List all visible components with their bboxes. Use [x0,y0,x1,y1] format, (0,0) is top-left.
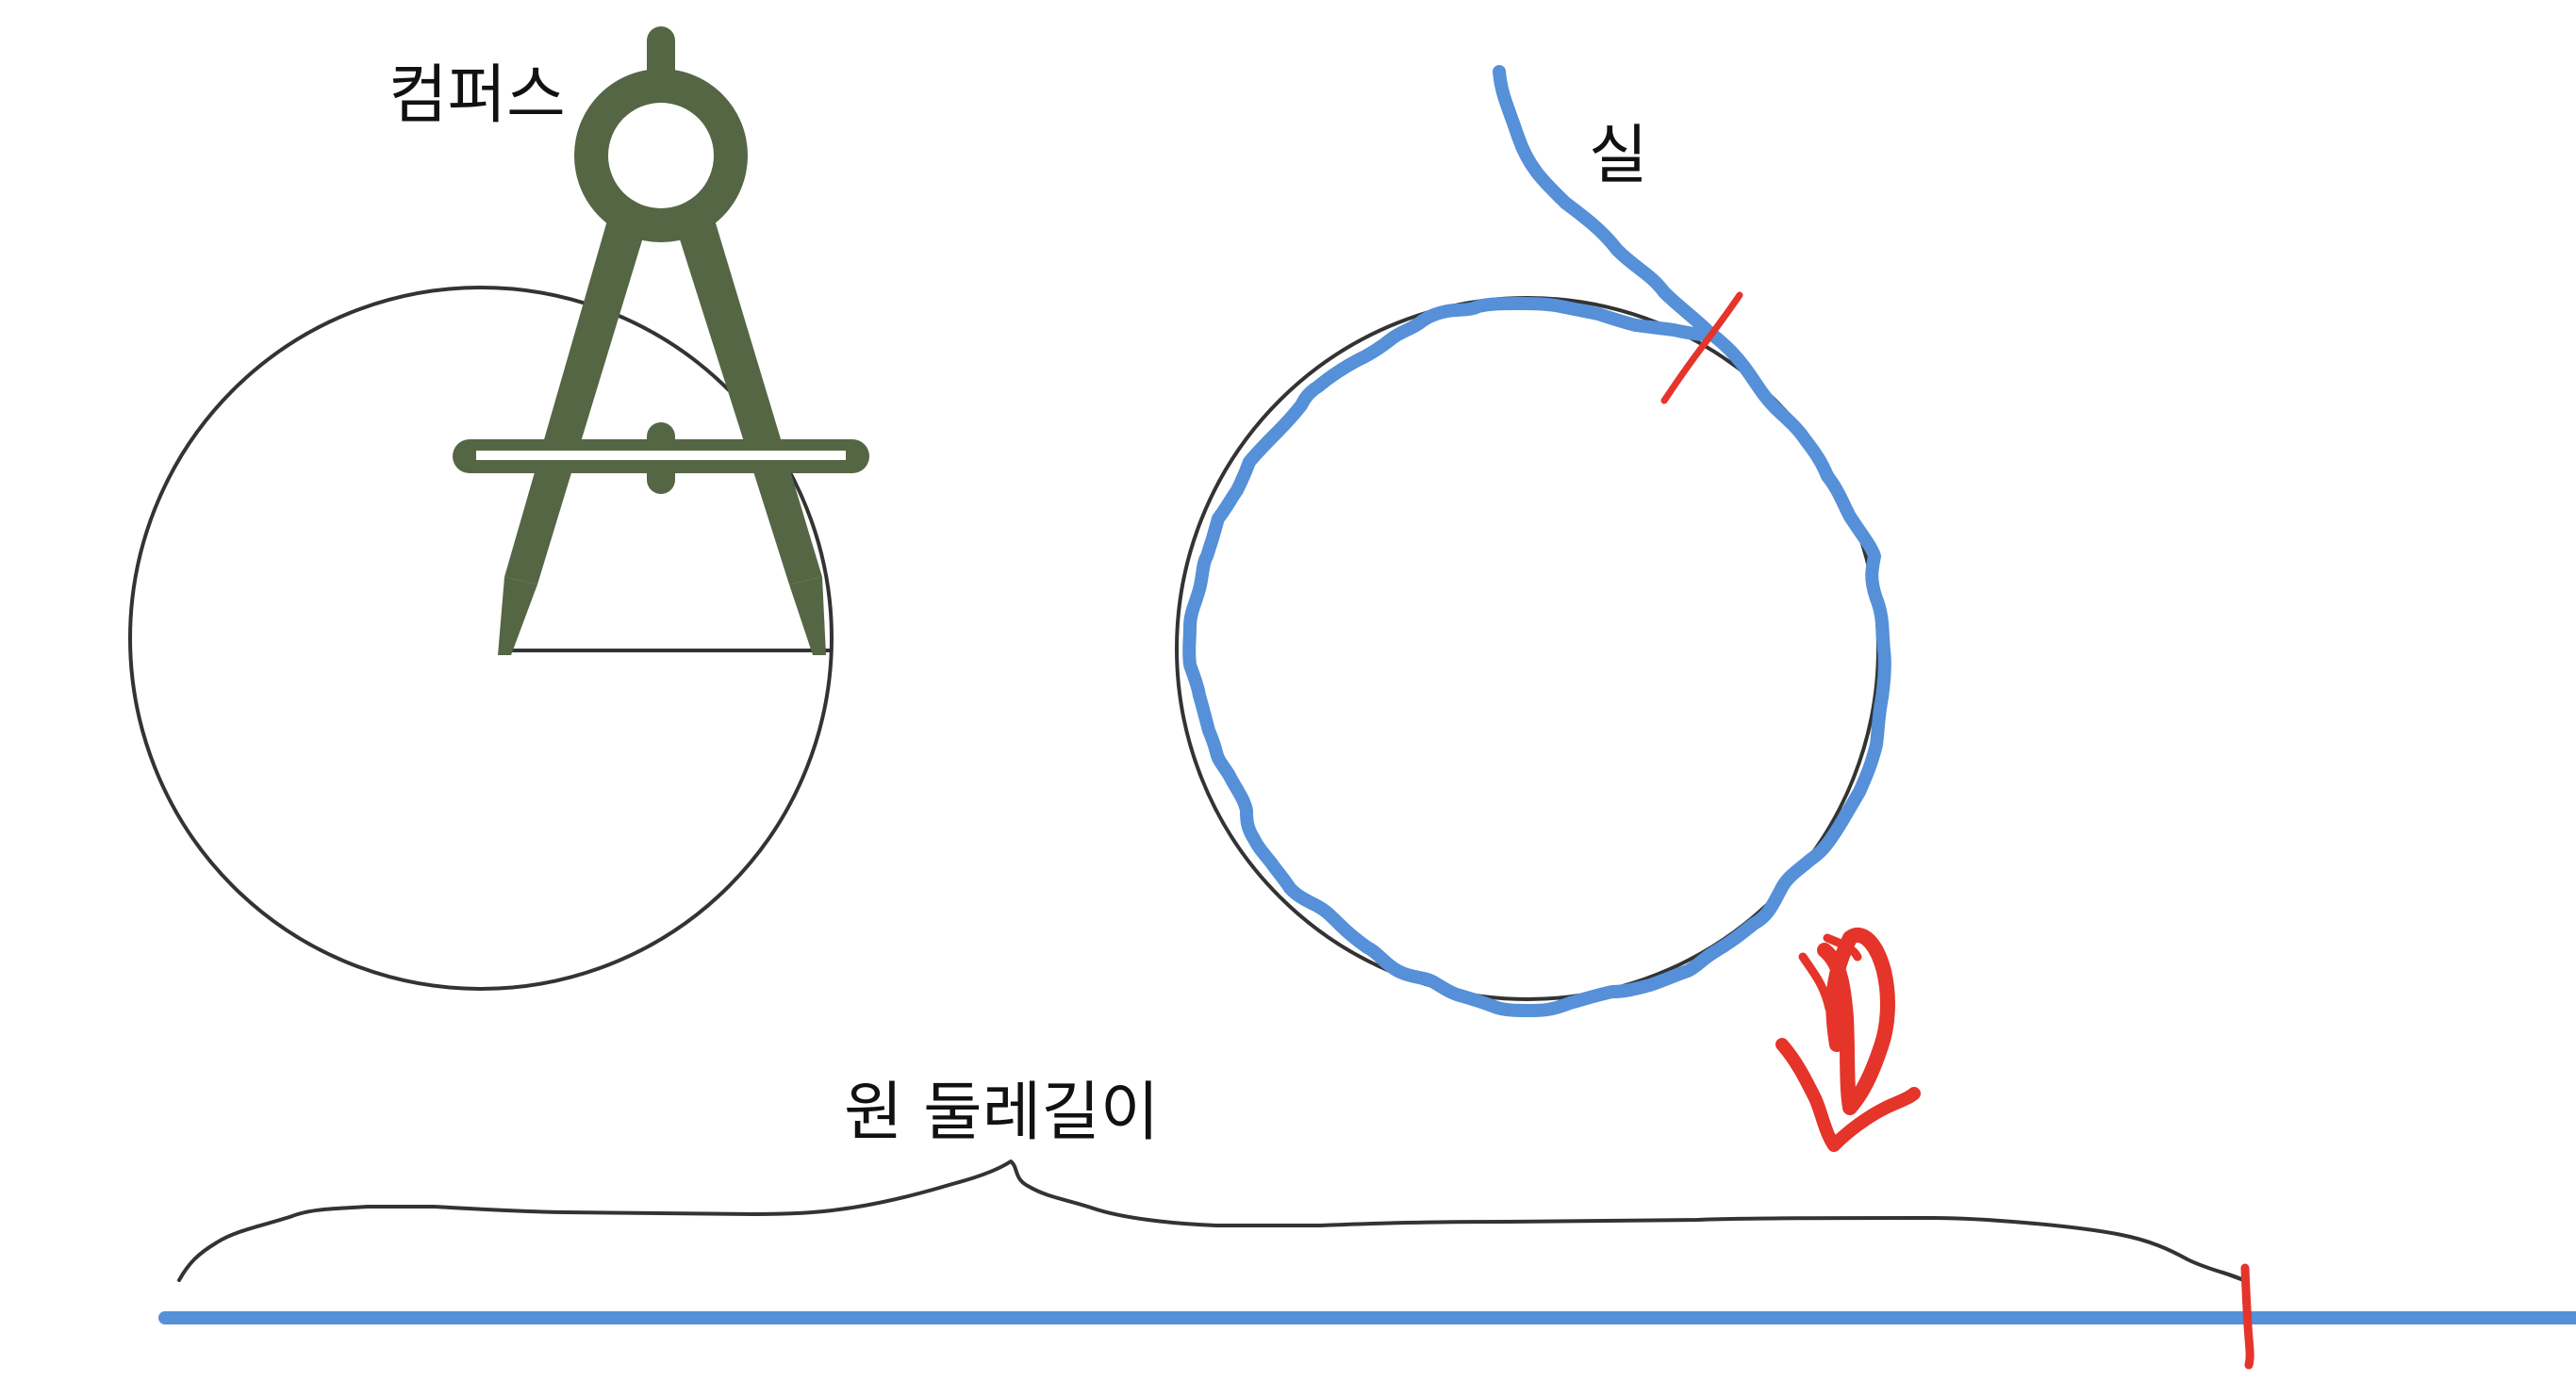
cut-mark [1660,291,1743,404]
thread-label: 실 [1589,119,1648,193]
end-mark [2240,1263,2254,1370]
curly-brace [177,1160,2249,1284]
compass-label: 컴퍼스 [388,58,566,133]
compass-drawn-circle [128,286,834,991]
down-arrow-icon [1775,928,1921,1152]
thread-loop [1182,65,1891,1017]
circumference-label: 원 둘레길이 [844,1076,1159,1150]
compass-icon [453,26,869,655]
